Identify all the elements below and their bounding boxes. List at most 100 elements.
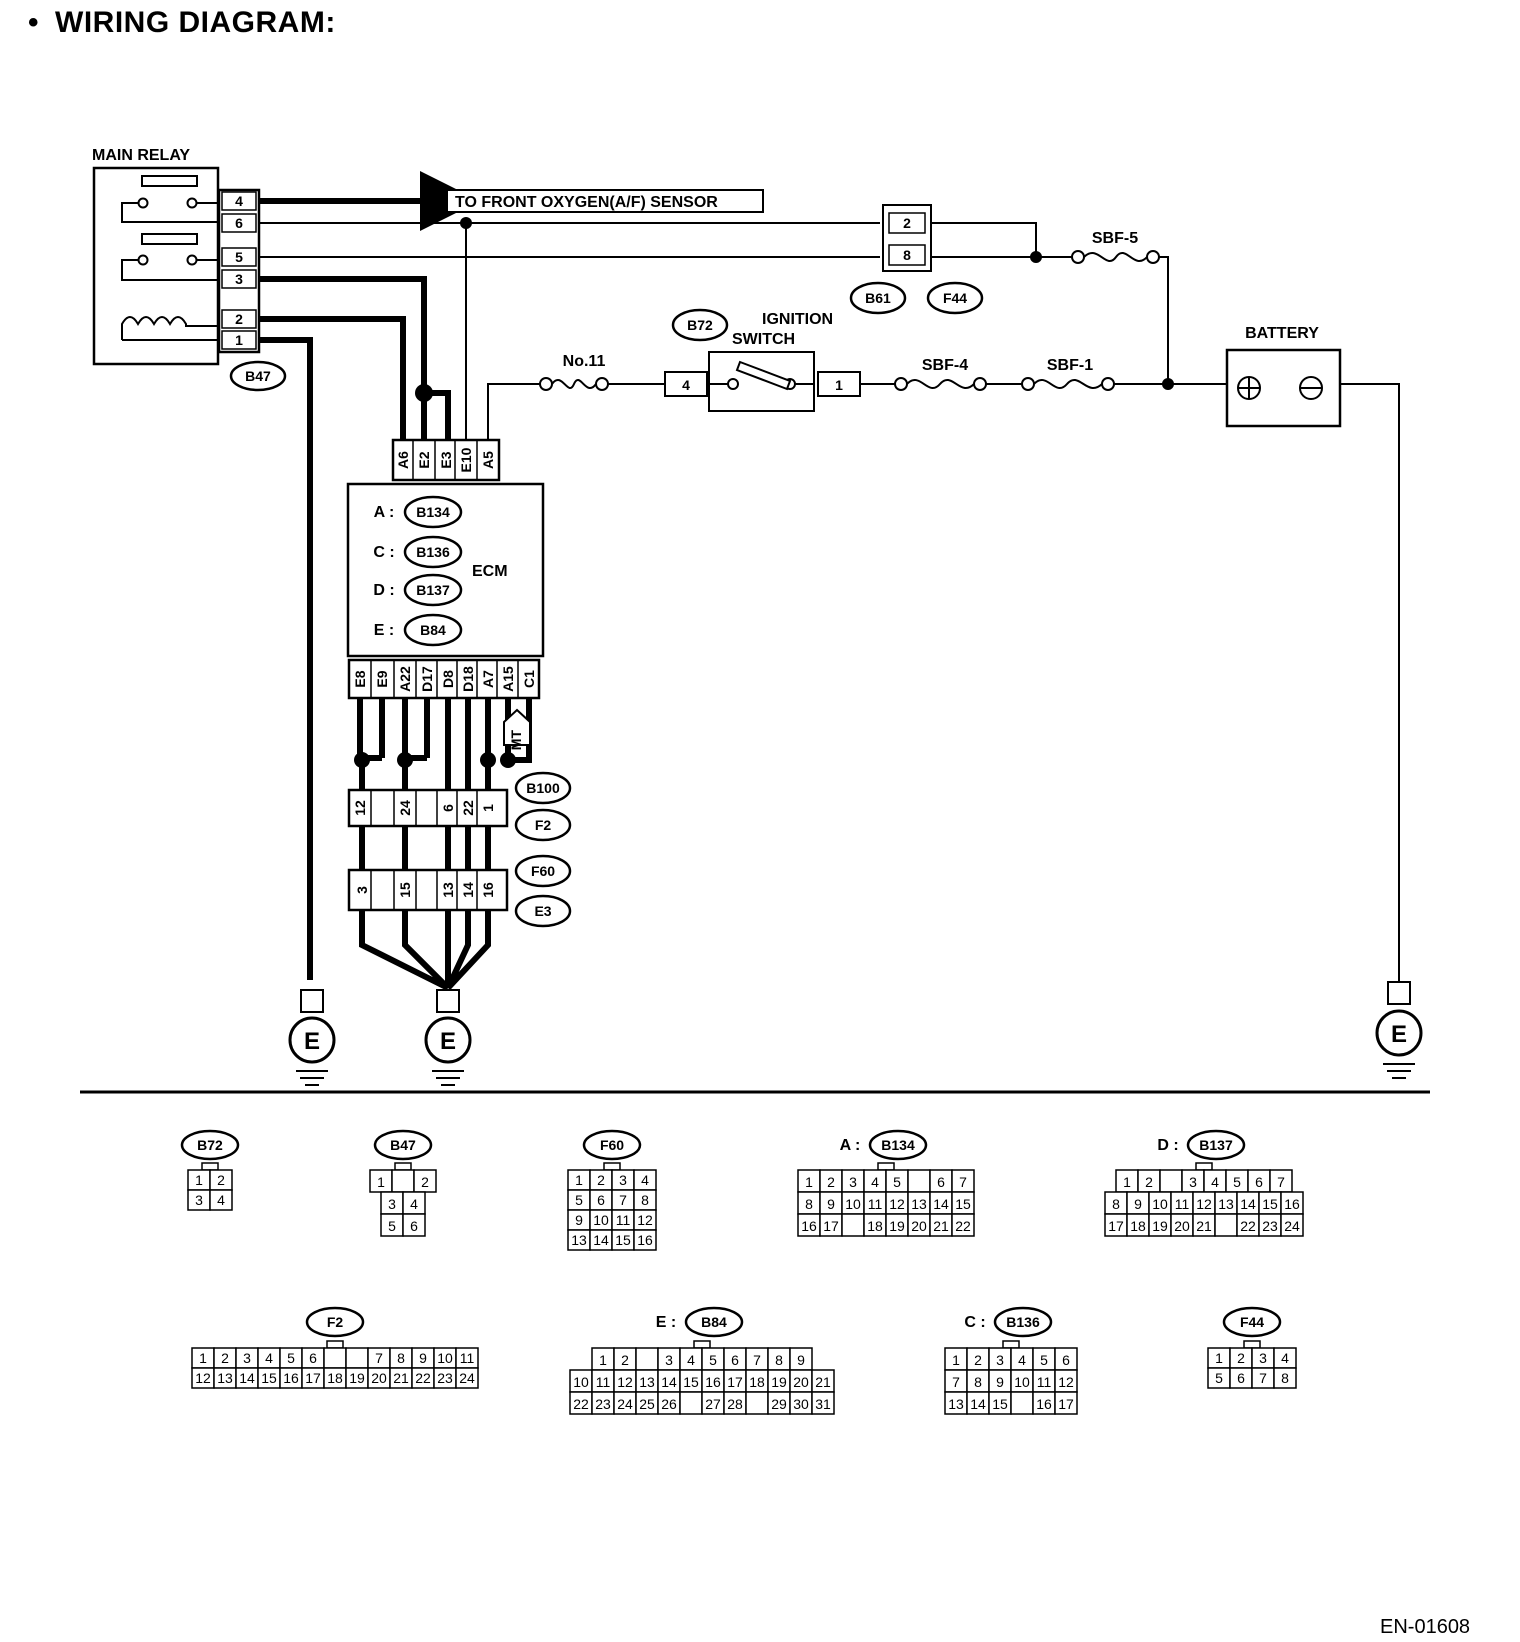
ign-pin: 1 (835, 377, 843, 393)
legend-cell-label: 2 (597, 1172, 605, 1188)
legend-cell-label: 1 (805, 1174, 813, 1190)
strip-pin-label: 14 (460, 882, 476, 898)
legend-cell (345, 1347, 369, 1369)
legend-cell-label: 30 (793, 1396, 809, 1412)
legend-cell-label: 15 (683, 1374, 699, 1390)
legend-cell-label: 22 (955, 1218, 971, 1234)
ecm-body (346, 482, 545, 658)
legend-cell-label: 10 (437, 1350, 453, 1366)
legend-prefix: D : (1157, 1137, 1178, 1154)
legend-cell-label: 25 (639, 1396, 655, 1412)
legend-cell-label: 20 (793, 1374, 809, 1390)
legend-cell-label: 5 (388, 1218, 396, 1234)
legend-cell-label: 4 (410, 1196, 418, 1212)
legend-cell-label: 7 (753, 1352, 761, 1368)
tag-b72-text: B72 (687, 317, 713, 333)
relay-terminal (186, 254, 198, 266)
legend-cell-label: 5 (1040, 1352, 1048, 1368)
relay-contact-1 (141, 175, 198, 187)
b61-pin: 2 (903, 215, 911, 231)
ecm-ref-prefix: C : (373, 544, 394, 561)
legend-cell-label: 23 (1262, 1218, 1278, 1234)
legend-cell-label: 13 (639, 1374, 655, 1390)
connector-tag-e3: E3 (514, 894, 572, 928)
ecm-ref-prefix: E : (374, 622, 394, 639)
legend-cell-label: 31 (815, 1396, 831, 1412)
relay-pin-cell (221, 213, 257, 233)
ecm-bottom-pin-label: A7 (480, 670, 496, 688)
strip-pin-label: 6 (440, 804, 456, 812)
legend-cell-label: 18 (867, 1218, 883, 1234)
legend-cell-label: 19 (771, 1374, 787, 1390)
mt-label: MT (508, 730, 524, 751)
ecm-ref-label: B136 (416, 544, 450, 560)
ground-icon (1375, 1009, 1423, 1057)
ground-icon (288, 1016, 336, 1064)
legend-cell-label: 16 (705, 1374, 721, 1390)
legend-cell-label: 12 (617, 1374, 633, 1390)
ecm-bottom-pin-label: D8 (440, 670, 456, 688)
legend-cell-label: 3 (849, 1174, 857, 1190)
ground-left: E (288, 989, 336, 1086)
relay-pin-label: 3 (235, 271, 243, 287)
relay-pin-label: 1 (235, 332, 243, 348)
legend-cell-label: 4 (1211, 1174, 1219, 1190)
ecm-bottom-pin-label: C1 (521, 670, 537, 688)
legend-cell-label: 19 (889, 1218, 905, 1234)
legend-cell-label: 22 (573, 1396, 589, 1412)
ecm-bottom-pin-label: E8 (352, 670, 368, 687)
legend-cell-label: 6 (410, 1218, 418, 1234)
legend-cell-label: 1 (599, 1352, 607, 1368)
legend-cell-label: 4 (1281, 1350, 1289, 1366)
legend-cell-label: 12 (637, 1212, 653, 1228)
legend-cell (745, 1391, 769, 1415)
legend-cell-label: 6 (597, 1192, 605, 1208)
legend-cell-label: 3 (665, 1352, 673, 1368)
junction-dot (415, 384, 433, 402)
connector-tag-f44: F44 (926, 281, 984, 315)
battery: BATTERY (1225, 325, 1342, 428)
legend-cell-label: 24 (459, 1370, 475, 1386)
legend-cell-label: 3 (195, 1192, 203, 1208)
legend-cell (679, 1391, 703, 1415)
ecm-top-pin-label: E2 (416, 451, 432, 468)
legend-cell-label: 17 (1108, 1218, 1124, 1234)
junction-dot (1030, 251, 1042, 263)
relay-pin-label: 2 (235, 311, 243, 327)
legend-cell-label: 4 (217, 1192, 225, 1208)
legend-tag-label: F60 (600, 1137, 624, 1153)
legend-cell-label: 14 (933, 1196, 949, 1212)
legend-cell-label: 4 (871, 1174, 879, 1190)
strip-pin-label: 1 (480, 804, 496, 812)
legend-cell-label: 21 (815, 1374, 831, 1390)
ecm-ref-prefix: A : (374, 504, 395, 521)
legend-cell-label: 9 (827, 1196, 835, 1212)
legend-cell (1159, 1169, 1183, 1193)
legend-cell-label: 22 (415, 1370, 431, 1386)
relay-pin-cell (221, 330, 257, 350)
legend-tag-label: F2 (327, 1314, 344, 1330)
legend-cell-label: 24 (617, 1396, 633, 1412)
legend-cell (907, 1169, 931, 1193)
legend-cell-label: 3 (996, 1352, 1004, 1368)
legend-cell-label: 4 (265, 1350, 273, 1366)
sbf1-label: SBF-1 (1047, 357, 1093, 374)
ign-pin: 4 (682, 377, 690, 393)
legend-cell (633, 1229, 657, 1251)
legend-cell-label: 9 (419, 1350, 427, 1366)
tag-f2-text: F2 (535, 817, 552, 833)
relay-pin-cell (221, 269, 257, 289)
legend-cell-label: 7 (1277, 1174, 1285, 1190)
legend-cell (635, 1347, 659, 1371)
legend-cell-label: 2 (217, 1172, 225, 1188)
legend-cell-label: 3 (243, 1350, 251, 1366)
legend-cell-label: 23 (437, 1370, 453, 1386)
legend-cell-label: 5 (575, 1192, 583, 1208)
legend-cell-label: 12 (889, 1196, 905, 1212)
